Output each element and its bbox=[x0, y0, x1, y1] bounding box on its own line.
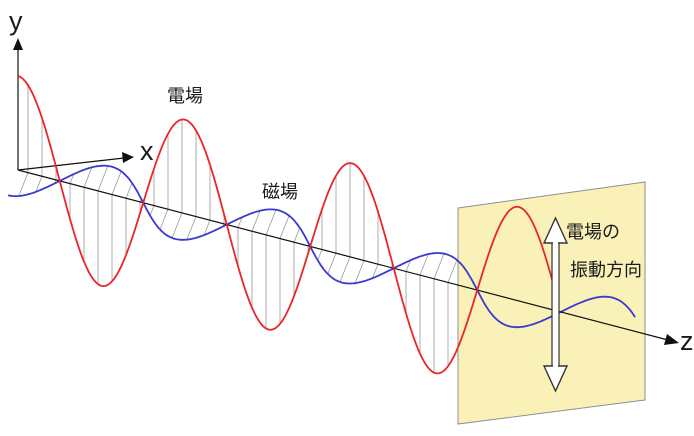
x-axis-line bbox=[17, 157, 125, 171]
magnetic-field-label: 磁場 bbox=[262, 182, 298, 203]
oscillation-direction-arrow bbox=[542, 216, 569, 393]
magnetic-field-stem bbox=[203, 220, 211, 236]
z-axis-label: z bbox=[680, 326, 694, 356]
magnetic-field-stem bbox=[35, 176, 43, 193]
magnetic-field-stem bbox=[265, 209, 277, 236]
magnetic-field-stem bbox=[125, 182, 133, 199]
magnetic-field-stem bbox=[317, 249, 323, 261]
magnetic-field-stem bbox=[293, 227, 301, 243]
electric-field-label: 電場 bbox=[167, 86, 203, 107]
oscillation-direction-label-line1: 電場の bbox=[566, 222, 620, 243]
magnetic-field-stem bbox=[405, 260, 411, 272]
magnetic-field-stem bbox=[279, 215, 290, 239]
magnetic-field-stem bbox=[433, 253, 445, 279]
z-axis-arrowhead bbox=[664, 334, 679, 345]
z-axis-line bbox=[17, 169, 669, 341]
electric-field-wave bbox=[17, 75, 556, 375]
oscillation-direction-label-line2: 振動方向 bbox=[570, 260, 642, 281]
magnetic-field-stem bbox=[69, 173, 75, 184]
magnetic-field-stem bbox=[419, 253, 429, 276]
magnetic-field-stem bbox=[83, 167, 93, 188]
magnetic-field-stem bbox=[18, 172, 29, 197]
magnetic-field-stem bbox=[149, 205, 155, 216]
magnetic-field-stem bbox=[97, 165, 109, 192]
electric-field-stems bbox=[27, 85, 449, 373]
magnetic-field-stem bbox=[327, 253, 337, 275]
magnetic-field-stem bbox=[447, 259, 458, 283]
magnetic-field-stem bbox=[339, 256, 351, 283]
magnetic-field-stem bbox=[171, 212, 183, 239]
magnetic-field-stem bbox=[186, 216, 197, 240]
y-axis-arrowhead bbox=[13, 38, 23, 50]
x-axis-label: x bbox=[140, 136, 154, 166]
y-axis-label: y bbox=[9, 6, 23, 36]
magnetic-field-stem bbox=[251, 210, 261, 232]
magnetic-field-stem bbox=[354, 260, 365, 284]
x-axis-arrowhead bbox=[122, 152, 134, 163]
magnetic-field-stem bbox=[159, 209, 169, 230]
magnetic-field-stem bbox=[372, 264, 379, 279]
magnetic-field-stem bbox=[237, 217, 243, 228]
magnetic-field-stem bbox=[111, 171, 122, 195]
magnetic-field-wave bbox=[7, 164, 636, 329]
